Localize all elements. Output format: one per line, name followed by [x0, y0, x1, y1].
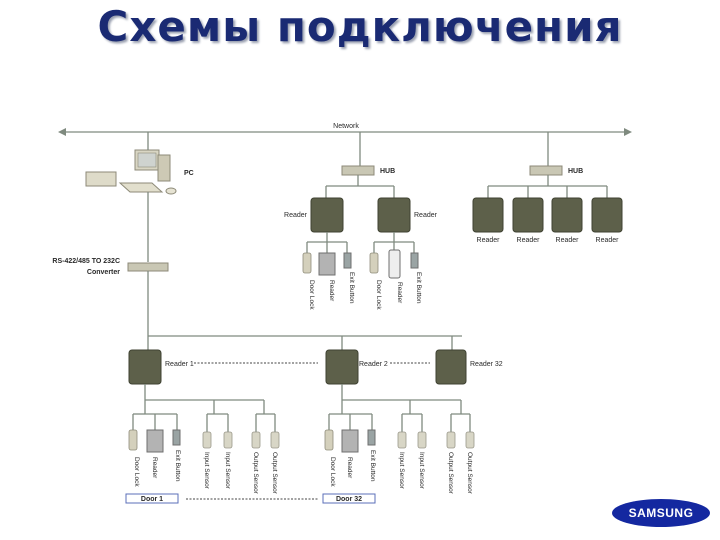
reader-device-label: Reader [328, 280, 335, 302]
converter-icon [127, 262, 169, 272]
door-32-label: Door 32 [336, 496, 362, 503]
input-sensor-icon [397, 431, 407, 449]
door-32-box [322, 493, 376, 504]
reader-box [377, 197, 411, 233]
reader-device-icon [146, 429, 164, 453]
reader-label: Reader [477, 237, 501, 244]
reader-box [472, 197, 504, 233]
hub-2-icon [529, 165, 563, 176]
exit-button-icon [172, 429, 181, 446]
reader-32-label: Reader 32 [470, 361, 503, 368]
reader-1-box [128, 349, 162, 385]
hub-1-icon [341, 165, 375, 176]
reader-box [551, 197, 583, 233]
reader-32-box [435, 349, 467, 385]
door-lock-icon [128, 429, 138, 451]
door-lock-label: Door Lock [133, 457, 140, 487]
exit-button-icon [367, 429, 376, 446]
exit-button-label: Exit Button [174, 450, 181, 482]
slide-title: Схемы подключения [97, 2, 623, 51]
exit-button-label: Exit Button [348, 272, 355, 304]
door-1-box [125, 493, 179, 504]
reader-label: Reader [556, 237, 580, 244]
output-sensor-icon [465, 431, 475, 449]
converter-label-line2: Converter [87, 269, 120, 276]
exit-button-icon [410, 252, 419, 269]
reader-1-label: Reader 1 [165, 361, 194, 368]
input-sensor-icon [223, 431, 233, 449]
input-sensor-label: Input Sensor [398, 452, 405, 490]
samsung-logo: SAMSUNG [612, 499, 710, 527]
output-sensor-label: Output Sensor [447, 452, 454, 495]
reader-device-label: Reader [151, 457, 158, 479]
reader-label: Reader [596, 237, 620, 244]
reader-device-icon [318, 252, 336, 276]
reader-device-icon [388, 249, 401, 279]
input-sensor-icon [417, 431, 427, 449]
reader-device-icon [341, 429, 359, 453]
pc-label: PC [184, 170, 194, 177]
pc-icon [85, 149, 177, 195]
converter-label-line1: RS-422/485 TO 232C [52, 258, 120, 265]
exit-button-label: Exit Button [415, 272, 422, 304]
door-lock-icon [302, 252, 312, 274]
reader-box [512, 197, 544, 233]
output-sensor-label: Output Sensor [252, 452, 259, 495]
door-lock-icon [324, 429, 334, 451]
input-sensor-label: Input Sensor [224, 452, 231, 490]
output-sensor-icon [270, 431, 280, 449]
input-sensor-icon [202, 431, 212, 449]
exit-button-icon [343, 252, 352, 269]
input-sensor-label: Input Sensor [418, 452, 425, 490]
output-sensor-label: Output Sensor [271, 452, 278, 495]
reader-label: Reader [284, 212, 308, 219]
door-1-label: Door 1 [141, 496, 163, 503]
samsung-logo-text: SAMSUNG [629, 506, 694, 520]
door-lock-icon [369, 252, 379, 274]
reader-label: Reader [517, 237, 541, 244]
reader-label: Reader [414, 212, 438, 219]
reader-device-label: Reader [346, 457, 353, 479]
door-lock-label: Door Lock [329, 457, 336, 487]
hub-2-label: HUB [568, 168, 583, 175]
network-line [58, 128, 632, 136]
door-lock-label: Door Lock [375, 280, 382, 310]
output-sensor-icon [251, 431, 261, 449]
network-label: Network [333, 123, 359, 130]
hub-1-label: HUB [380, 168, 395, 175]
reader-2-label: Reader 2 [359, 361, 388, 368]
output-sensor-label: Output Sensor [466, 452, 473, 495]
door-lock-label: Door Lock [308, 280, 315, 310]
reader-2-box [325, 349, 359, 385]
exit-button-label: Exit Button [369, 450, 376, 482]
input-sensor-label: Input Sensor [203, 452, 210, 490]
output-sensor-icon [446, 431, 456, 449]
reader-box [310, 197, 344, 233]
reader-device-label: Reader [396, 282, 403, 304]
reader-box [591, 197, 623, 233]
